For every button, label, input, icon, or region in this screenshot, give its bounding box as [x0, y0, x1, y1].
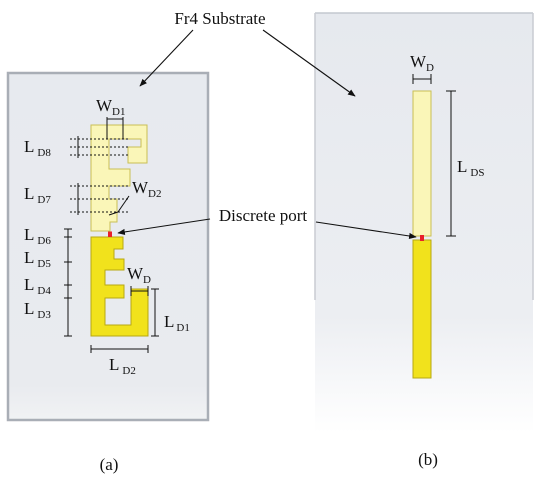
port-arrow-b	[315, 221, 417, 240]
substrate-arrow-b	[262, 29, 356, 97]
substrate-annotation: Fr4 Substrate	[174, 9, 265, 28]
substrate-arrow-a	[139, 29, 194, 87]
port-arrow-a	[117, 218, 211, 236]
upper-arm-a	[90, 124, 148, 232]
port-marker-b	[420, 235, 424, 241]
caption-a: (a)	[100, 455, 119, 474]
label-wd-a: WD	[127, 264, 151, 286]
label-wd2: WD2	[132, 178, 162, 200]
upper-strip-b	[412, 90, 432, 237]
caption-b: (b)	[418, 450, 438, 469]
port-annotation: Discrete port	[219, 206, 308, 225]
label-wd1: WD1	[96, 96, 126, 118]
lower-strip-b	[412, 239, 432, 379]
label-wd-b: WD	[410, 52, 434, 74]
port-marker-a	[108, 231, 112, 237]
